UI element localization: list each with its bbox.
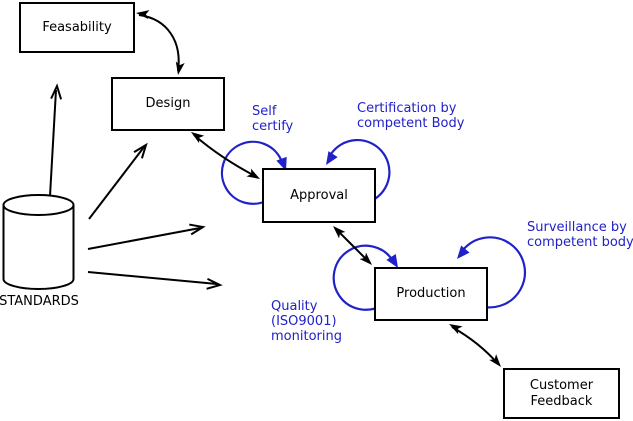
quality-arrowhead-icon: [386, 254, 398, 268]
annotation-self-certify: Self certify: [252, 104, 294, 134]
arrowhead-icon: [449, 324, 463, 335]
annotation-certification: Certification by competent Body: [357, 101, 465, 131]
node-production: Production: [374, 267, 488, 321]
arrowhead-icon: [191, 132, 205, 144]
self-loop-quality: [332, 244, 398, 311]
arrowhead-icon: [333, 226, 346, 239]
node-design: Design: [111, 77, 225, 131]
self-loop-self-certify: [220, 140, 287, 205]
surveillance-arrowhead-icon: [457, 245, 470, 259]
arrowhead-icon: [359, 252, 372, 265]
node-feasability: Feasability: [19, 2, 135, 53]
certification-arrowhead-icon: [326, 151, 338, 165]
arrow-standards-production: [87, 271, 223, 290]
self-loop-certification: [326, 138, 391, 201]
arrowhead-icon: [136, 10, 150, 20]
arrow-standards-feasability: [49, 83, 63, 197]
annotation-quality-monitoring: Quality (ISO9001) monitoring: [271, 299, 342, 344]
open-arrowhead-icon: [206, 277, 223, 290]
arrow-standards-design: [88, 142, 148, 220]
open-arrowhead-icon: [189, 223, 206, 236]
arrow-design-approval: [191, 132, 260, 179]
open-arrowhead-icon: [50, 83, 63, 100]
node-approval-label: Approval: [290, 187, 348, 203]
node-production-label: Production: [396, 286, 466, 301]
arrowhead-icon: [175, 61, 185, 75]
open-arrowhead-icon: [133, 142, 148, 159]
standards-label: STANDARDS: [0, 294, 79, 309]
node-approval: Approval: [262, 168, 376, 223]
arrow-approval-production: [333, 226, 372, 265]
annotation-surveillance: Surveillance by competent body: [527, 220, 633, 250]
arrow-production-customer-feedback: [449, 324, 501, 367]
arrowhead-icon: [489, 354, 501, 367]
self-certify-arrowhead-icon: [276, 156, 287, 171]
arrow-feasability-design: [136, 10, 185, 75]
self-loop-surveillance: [457, 236, 526, 309]
node-customer-feedback: Customer Feedback: [503, 368, 620, 419]
node-feasability-label: Feasability: [42, 19, 112, 35]
standards-cylinder: [2, 194, 75, 290]
node-customer-feedback-label: Customer Feedback: [529, 377, 594, 409]
node-design-label: Design: [145, 96, 191, 111]
arrowhead-icon: [246, 168, 260, 179]
arrow-standards-approval: [87, 223, 206, 250]
